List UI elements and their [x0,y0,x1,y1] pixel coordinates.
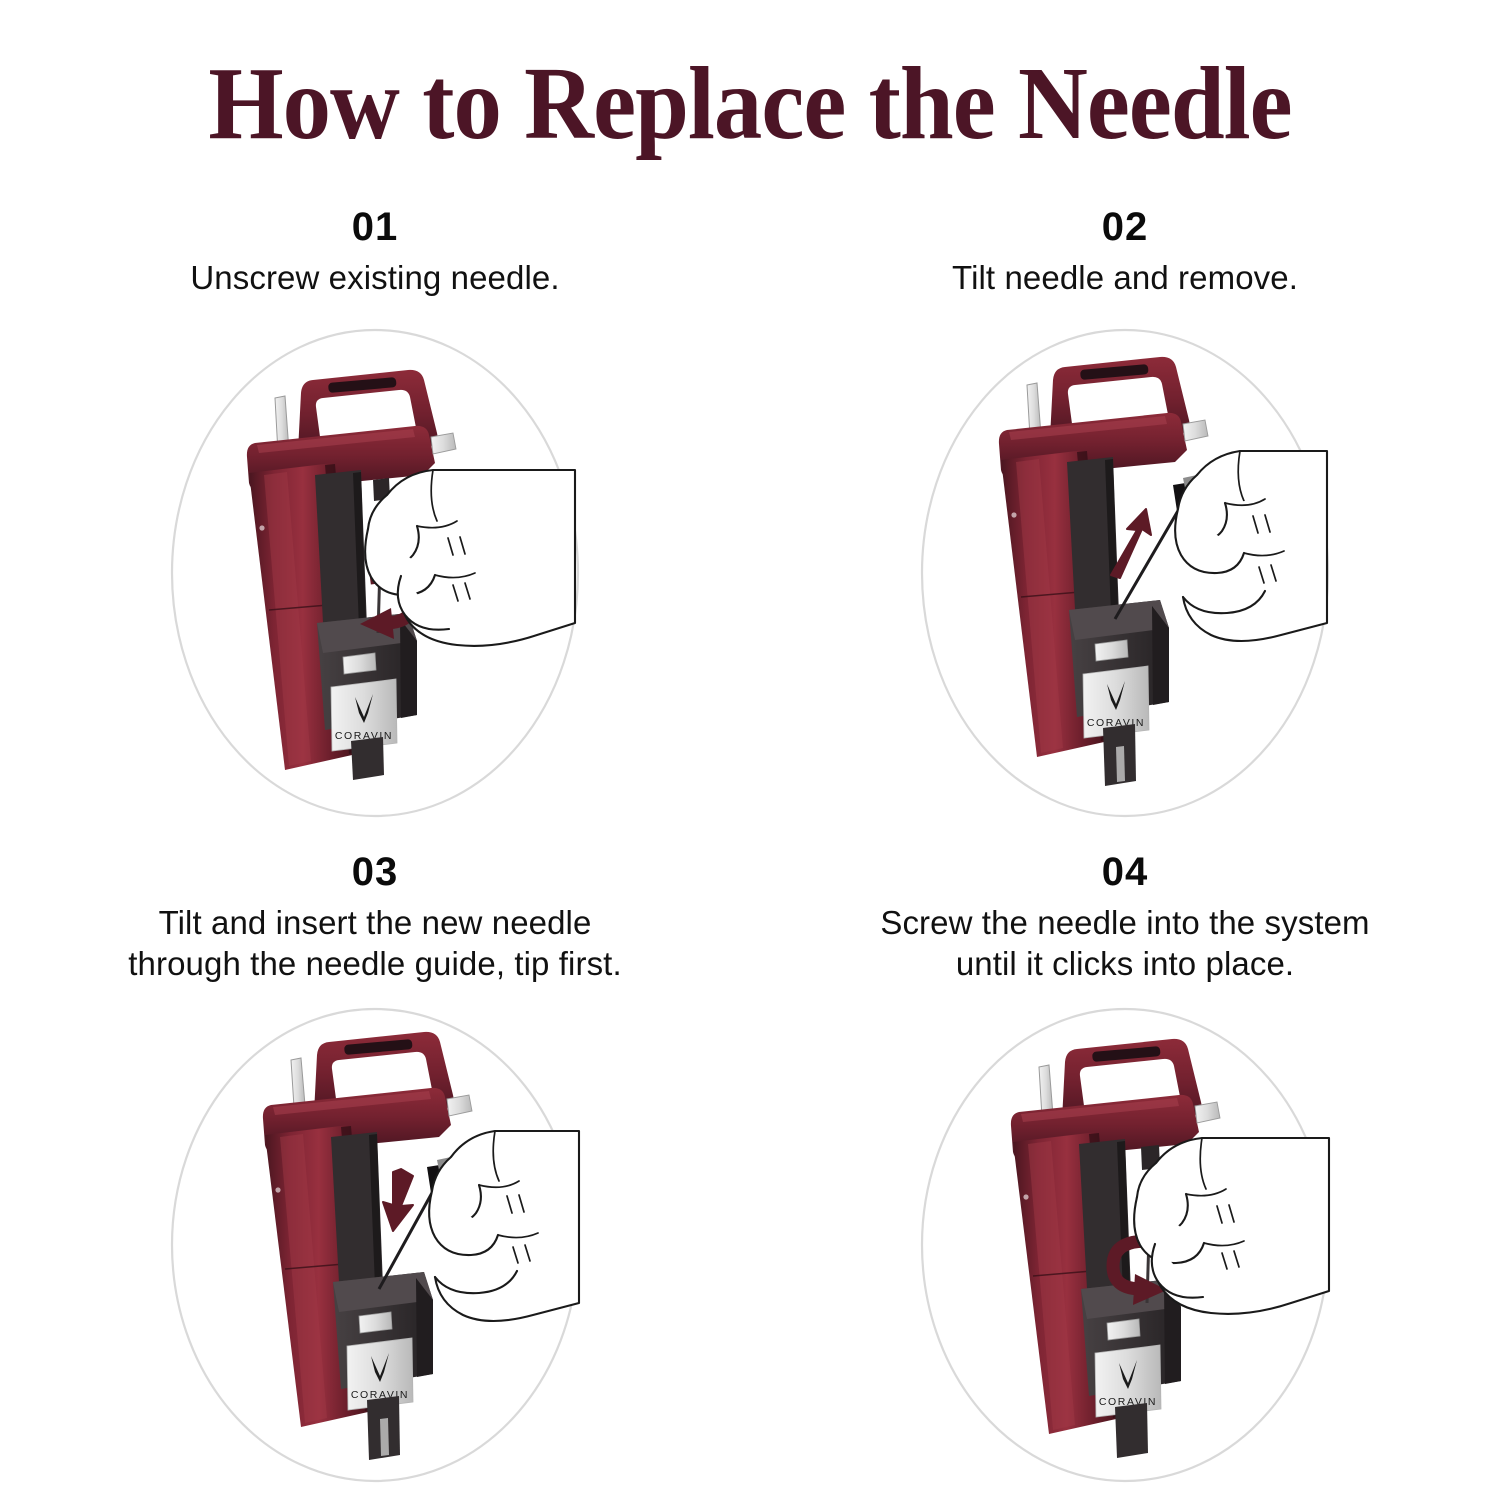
step-number-04: 04 [1101,850,1149,894]
arm-highlight [1021,1098,1179,1122]
step-caption-04: Screw the needle into the system until i… [750,902,1500,984]
hand-illustration-02 [1174,449,1329,642]
clamp-top-face [1069,600,1169,640]
inner-column-shadow [1105,459,1119,640]
arrow-down-icon [382,1168,414,1232]
caption-line: Screw the needle into the system [880,904,1370,941]
inner-column-shadow [1117,1141,1131,1319]
step-card-04: 04 Screw the needle into the system unti… [750,850,1500,1495]
step-card-02: 02 Tilt needle and remove. [750,205,1500,850]
badge-plate [1094,1344,1162,1418]
step-card-03: 03 Tilt and insert the new needle throug… [0,850,750,1495]
needle-guide-tab [1182,419,1209,442]
device-handle [314,1031,454,1124]
step-caption-03: Tilt and insert the new needle through t… [0,902,750,984]
step-caption-01: Unscrew existing needle. [0,257,750,298]
badge-plate [346,1337,414,1411]
clamp-side-shadow [1152,606,1169,705]
step-header-04: 04 Screw the needle into the system unti… [750,850,1500,984]
spout-slot [380,1418,389,1456]
needle-guide-tab [1194,1101,1221,1124]
arm-highlight [1009,416,1167,440]
caption-line: through the needle guide, tip first. [128,945,622,982]
coravin-remove-needle-diagram: CORAVIN [920,328,1330,818]
hand-illustration-03 [428,1129,581,1322]
clamp-side-shadow [416,1278,433,1377]
arm-highlight [273,1091,431,1115]
illustration-01: CORAVIN [165,323,585,823]
body-highlight [1028,1141,1075,1430]
body-highlight [1016,459,1063,753]
coravin-device-03: CORAVIN [262,1031,473,1460]
clamp-latch-tab [1094,639,1129,662]
clamp-top-face [333,1272,433,1312]
handle-grip [328,377,397,393]
page-title: How to Replace the Needle [208,46,1292,161]
clamp-lower-spout [351,737,384,780]
step-number-01: 01 [351,205,399,249]
body-highlight [264,472,311,766]
hand-illustration-04 [1133,1136,1331,1315]
rotate-cw-arrow-icon [1106,1234,1167,1305]
illustration-03: CORAVIN [165,1005,585,1485]
coravin-screw-needle-diagram: CORAVIN [920,1007,1331,1483]
inner-column-shadow [369,1134,383,1312]
arrow-up-left-icon [1110,508,1152,579]
clamp-side-shadow [400,619,417,718]
coravin-badge: CORAVIN [1094,1344,1162,1418]
coravin-device-01: CORAVIN [246,369,457,780]
clamp-lower-spout [1115,1403,1148,1458]
coravin-unscrew-diagram: CORAVIN [170,328,580,818]
step-header-01: 01 Unscrew existing needle. [0,205,750,298]
hand-illustration-01 [364,468,577,647]
step-caption-02: Tilt needle and remove. [750,257,1500,298]
coravin-chevron-icon [1107,681,1125,710]
body-highlight [280,1134,327,1423]
coravin-badge: CORAVIN [1082,665,1150,739]
handle-grip [1080,364,1149,380]
body-indicator-dot [1011,512,1017,518]
caption-line: Tilt needle and remove. [952,259,1298,296]
steps-grid: 01 Unscrew existing needle. [0,205,1500,1495]
clamp-latch-tab [1106,1318,1141,1341]
coravin-device-04: CORAVIN [1010,1038,1221,1458]
caption-line: until it clicks into place. [955,945,1295,982]
needle-guide-tab [446,1094,473,1117]
needle-shaft [1113,508,1181,620]
clamp-side-shadow [1164,1285,1181,1384]
clamp-latch-tab [342,652,377,675]
coravin-device-02: CORAVIN [998,356,1209,786]
device-handle [298,369,438,462]
step-header-02: 02 Tilt needle and remove. [750,205,1500,298]
needle-guide-tab [430,432,457,455]
handle-grip [1092,1046,1161,1062]
coravin-chevron-icon [1119,1360,1137,1389]
coravin-chevron-icon [371,1353,389,1382]
arm-highlight [257,429,415,453]
step-number-02: 02 [1101,205,1149,249]
illustration-02: CORAVIN [915,323,1335,823]
spout-slot [1116,746,1125,782]
step-card-01: 01 Unscrew existing needle. [0,205,750,850]
illustration-04: CORAVIN [915,1005,1335,1485]
coravin-badge: CORAVIN [330,678,398,752]
badge-plate [330,678,398,752]
badge-plate [1082,665,1150,739]
caption-line: Tilt and insert the new needle [158,904,592,941]
caption-line: Unscrew existing needle. [190,259,560,296]
clamp-latch-tab [358,1311,393,1334]
body-indicator-dot [275,1187,281,1193]
body-indicator-dot [259,525,265,531]
step-header-03: 03 Tilt and insert the new needle throug… [0,850,750,984]
device-handle [1050,356,1190,449]
device-handle [1062,1038,1202,1131]
body-indicator-dot [1023,1194,1029,1200]
inner-column-shadow [353,472,367,653]
handle-grip [344,1039,413,1055]
coravin-chevron-icon [355,694,373,723]
coravin-insert-needle-diagram: CORAVIN [170,1007,581,1483]
step-number-03: 03 [351,850,399,894]
needle-shaft [377,1190,435,1290]
